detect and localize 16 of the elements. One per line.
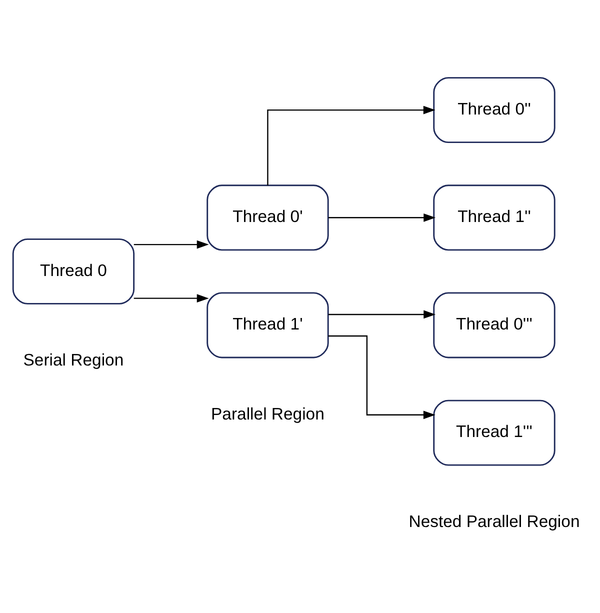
arrow xyxy=(328,310,436,318)
arrow xyxy=(328,212,436,222)
node-box: Thread 0 xyxy=(12,238,135,304)
arrow xyxy=(267,105,436,185)
arrow xyxy=(134,294,209,302)
label: Nested Parallel Region xyxy=(408,511,580,530)
node-box: Thread 1' xyxy=(206,292,329,358)
node-box: Thread 1'' xyxy=(433,184,556,250)
node-box: Thread 0''' xyxy=(433,292,556,358)
arrow xyxy=(134,240,209,248)
arrow xyxy=(328,334,436,419)
label: Parallel Region xyxy=(211,404,324,423)
node-box: Thread 1''' xyxy=(433,399,556,466)
label: Serial Region xyxy=(23,350,124,370)
node-box: Thread 0'' xyxy=(433,76,556,143)
node-box: Thread 0' xyxy=(206,184,329,250)
